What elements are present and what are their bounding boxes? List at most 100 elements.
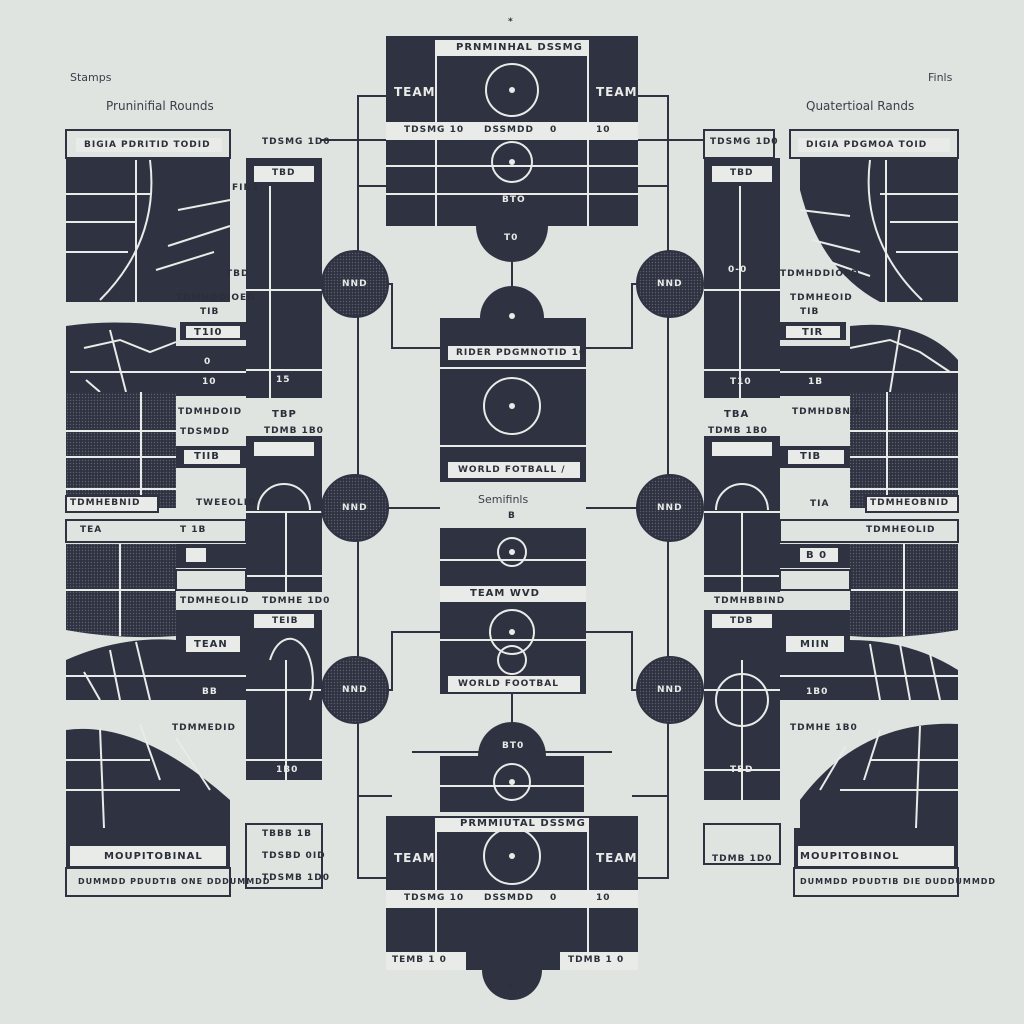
center-lower-band: TEAM WVD — [470, 588, 540, 599]
bottom-match-footer-right: TDMB 1 0 — [568, 955, 625, 965]
circle-label: NND — [342, 685, 368, 695]
left-label: T1I0 — [194, 327, 223, 338]
match-circle-right-3 — [636, 656, 704, 724]
left-label: TDMMEDID — [172, 723, 236, 733]
right-panel — [703, 129, 959, 897]
round-heading-center: Semifinls — [478, 493, 529, 506]
left-label: TWEEOLID — [196, 498, 257, 508]
top-match-score-1: TDSMG 10 — [404, 125, 465, 135]
circle-label: NND — [342, 279, 368, 289]
left-label: TDMHDOID — [178, 407, 243, 417]
left-label: TEAN — [194, 639, 228, 650]
left-label: TBP — [272, 409, 297, 420]
left-label: T 1B — [180, 525, 207, 535]
left-label: TDMHE 1D0 — [262, 596, 331, 606]
top-match-box — [386, 36, 638, 262]
left-label: TEA — [80, 525, 103, 535]
center-upper-box — [440, 286, 586, 482]
right-label: 1B — [808, 377, 824, 387]
left-top-bar: BIGIA PDRITID TODID — [84, 140, 211, 150]
top-match-score-2: DSSMDD — [484, 125, 534, 135]
top-match-score-4: 10 — [596, 125, 611, 135]
right-label: TDMHEOLID — [866, 525, 936, 535]
bottom-match-label-a: BT0 — [502, 741, 525, 751]
left-label: DUMMDD PDUDTIB ONE DDDUMMDD — [78, 877, 271, 886]
right-label: TIA — [810, 499, 830, 509]
right-label: 1B0 — [806, 687, 829, 697]
bottom-match-team-right: TEAM — [596, 851, 638, 865]
circle-label: NND — [342, 503, 368, 513]
right-label: TDMHDDIOED — [780, 269, 860, 279]
left-label: TEIB — [272, 616, 299, 626]
center-upper-footer: WORLD FOTBALL / — [458, 465, 566, 475]
right-label: TDMB 1D0 — [712, 854, 773, 864]
top-match-header: PRNMINHAL DSSMG — [456, 42, 583, 53]
center-upper-header: RIDER PDGMNOTID 16 — [456, 348, 587, 358]
right-label: TBA — [724, 409, 750, 420]
left-label: 0 — [204, 357, 212, 367]
circle-label: NND — [657, 279, 683, 289]
round-heading-left: Pruninifial Rounds — [106, 99, 214, 113]
center-lower-footer: WORLD FOOTBAL — [458, 679, 559, 689]
right-label: MOUPITOBINOL — [800, 851, 900, 862]
left-label: TDSMDD — [180, 427, 230, 437]
left-label: TIB — [200, 307, 220, 317]
right-label: TDMB 1B0 — [708, 426, 768, 436]
match-circle-right-1 — [636, 250, 704, 318]
corner-label-right: Finls — [928, 71, 953, 84]
bottom-match-score-4: 10 — [596, 893, 611, 903]
circle-label: NND — [657, 503, 683, 513]
right-label: TBD — [730, 168, 754, 178]
right-label: TBD — [730, 765, 754, 775]
top-match-team-left: TEAM — [394, 85, 436, 99]
left-label: TDMHDDIOED — [176, 293, 256, 303]
right-label: TDMHEOBNID — [870, 498, 950, 508]
left-label: TBBB 1B — [262, 829, 312, 839]
corner-label-left: Stamps — [70, 71, 112, 84]
bottom-match-box — [386, 722, 638, 1000]
left-label: 15 — [276, 375, 291, 385]
center-lower-box — [440, 528, 586, 694]
match-circle-right-2 — [636, 474, 704, 542]
right-label: TDMHBBIND — [714, 596, 786, 606]
right-label: MIIN — [800, 639, 830, 650]
match-circle-left-1 — [321, 250, 389, 318]
right-label: TDMHE 1B0 — [790, 723, 858, 733]
left-label: TDMB 1B0 — [264, 426, 324, 436]
bottom-match-score-2: DSSMDD — [484, 893, 534, 903]
right-top-bar: DIGIA PDGMOA TOID — [806, 140, 928, 150]
right-label: TDSMG 1D0 — [710, 137, 779, 147]
left-label: BB — [202, 687, 218, 697]
match-circle-left-3 — [321, 656, 389, 724]
left-label: TIIB — [194, 451, 220, 462]
right-label: DUMMDD PDUDTIB DIE DUDDUMMDD — [800, 877, 997, 886]
top-match-score-3: 0 — [550, 125, 558, 135]
left-label: TBD — [226, 269, 250, 279]
round-heading-right: Quatertioal Rands — [806, 99, 915, 113]
star-top: * — [508, 17, 514, 27]
right-label: 0-0 — [728, 265, 748, 275]
match-circles — [321, 250, 704, 724]
star-bottom: * — [508, 983, 514, 993]
left-panel — [65, 129, 323, 897]
right-label: T10 — [730, 377, 752, 387]
match-circle-left-2 — [321, 474, 389, 542]
bottom-match-score-3: 0 — [550, 893, 558, 903]
left-label: 1B0 — [276, 765, 299, 775]
right-label: TDB — [730, 616, 754, 626]
right-label: TIB — [800, 307, 820, 317]
right-label: TIR — [802, 327, 824, 338]
circle-label: NND — [657, 685, 683, 695]
top-match-label-a: BTO — [502, 195, 526, 205]
center-lower-sub: B — [508, 511, 516, 521]
bottom-match-header: PRMMIUTAL DSSMG — [460, 818, 586, 829]
right-label: TDMHEOID — [790, 293, 853, 303]
left-label: TDSMG 1D0 — [262, 137, 331, 147]
bottom-match-footer-left: TEMB 1 0 — [392, 955, 447, 965]
bottom-match-team-left: TEAM — [394, 851, 436, 865]
right-label: TIB — [800, 451, 822, 462]
left-label: 10 — [202, 377, 217, 387]
right-label: B 0 — [806, 550, 828, 561]
left-label: TDSMB 1D0 — [262, 873, 331, 883]
left-label: TDMHEOLID — [180, 596, 250, 606]
